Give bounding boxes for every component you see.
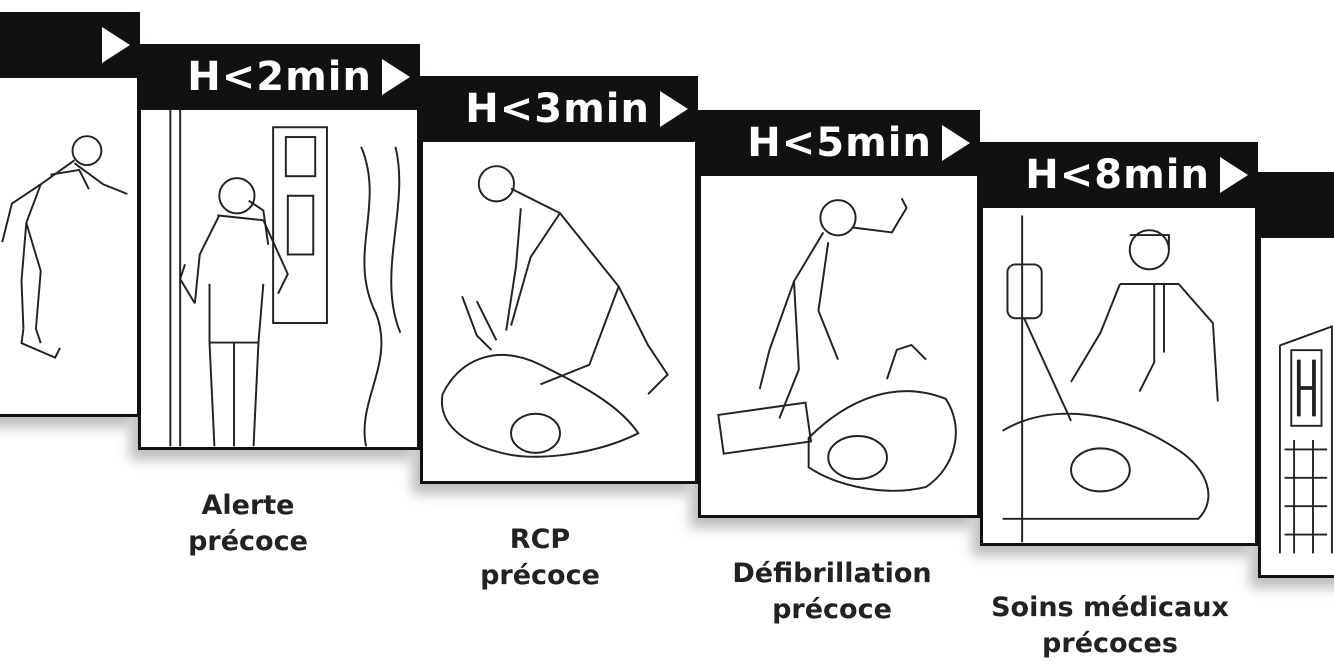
phone-call-person-icon bbox=[138, 104, 420, 450]
cpr-rescuer-icon bbox=[420, 136, 698, 484]
defibrillator-rescuer-icon bbox=[698, 170, 980, 518]
step-caption-defibrillation: Défibrillation précoce bbox=[722, 556, 942, 628]
caption-line: Alerte bbox=[168, 488, 328, 524]
hospital-building-icon bbox=[1258, 232, 1334, 578]
panel-header bbox=[0, 12, 140, 78]
step-panel-cpr: H<3min bbox=[420, 76, 698, 484]
step-time: H<2min bbox=[187, 54, 372, 100]
step-panel-medical-care: H<8min bbox=[980, 142, 1258, 546]
step-caption-cpr: RCP précoce bbox=[460, 522, 620, 594]
caption-line: Soins médicaux bbox=[985, 590, 1235, 626]
caption-line: Défibrillation bbox=[722, 556, 942, 592]
caption-line: précoces bbox=[985, 626, 1235, 662]
play-arrow-icon bbox=[942, 125, 970, 161]
play-arrow-icon bbox=[660, 91, 688, 127]
step-panel-defibrillation: H<5min bbox=[698, 110, 980, 518]
caption-line: RCP bbox=[460, 522, 620, 558]
caption-line: précoce bbox=[168, 524, 328, 560]
play-arrow-icon bbox=[382, 59, 410, 95]
panel-header: H<5min bbox=[698, 110, 980, 176]
medical-care-icon bbox=[980, 202, 1258, 546]
play-arrow-icon bbox=[102, 27, 130, 63]
step-panel-collapse bbox=[0, 12, 140, 417]
panel-header bbox=[1258, 172, 1334, 238]
panel-header: H<8min bbox=[980, 142, 1258, 208]
step-panel-hospital bbox=[1258, 172, 1334, 578]
panel-header: H<3min bbox=[420, 76, 698, 142]
step-time: H<5min bbox=[747, 120, 932, 166]
caption-line: précoce bbox=[722, 592, 942, 628]
play-arrow-icon bbox=[1220, 157, 1248, 193]
caption-line: précoce bbox=[460, 558, 620, 594]
panel-header: H<2min bbox=[138, 44, 420, 110]
step-time: H<8min bbox=[1025, 152, 1210, 198]
step-time: H<3min bbox=[465, 86, 650, 132]
step-panel-alert: H<2min bbox=[138, 44, 420, 450]
collapsing-person-icon bbox=[0, 72, 140, 417]
step-caption-medical-care: Soins médicaux précoces bbox=[985, 590, 1235, 662]
step-caption-alert: Alerte précoce bbox=[168, 488, 328, 560]
